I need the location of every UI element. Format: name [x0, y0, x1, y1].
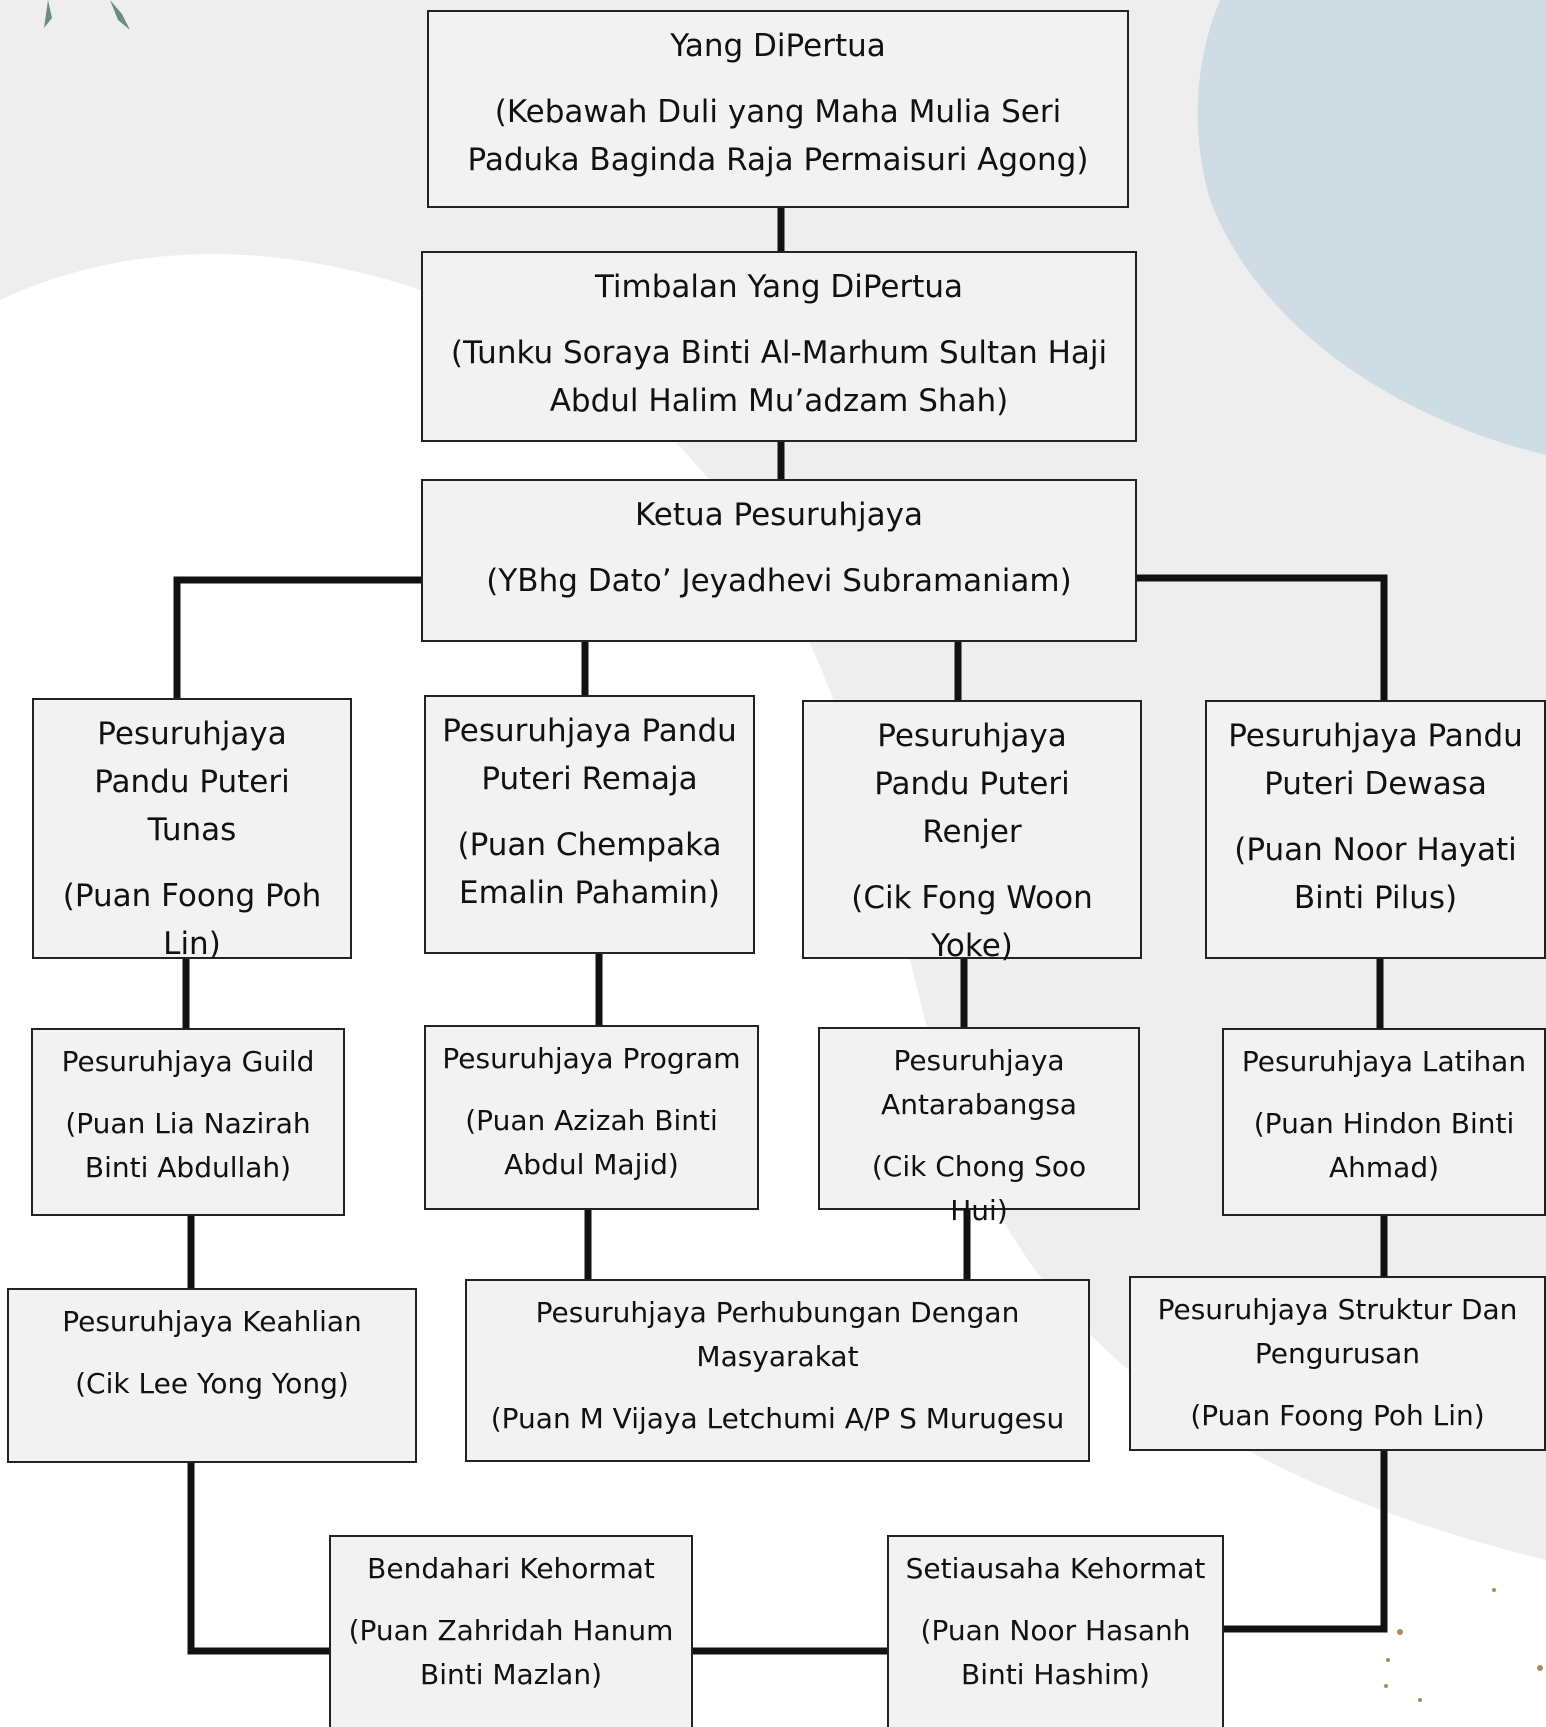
node-timbalan-yang-dipertua: Timbalan Yang DiPertua (Tunku Soraya Bin…	[421, 251, 1137, 442]
node-title: Pesuruhjaya Keahlian	[62, 1305, 362, 1338]
node-pesuruhjaya-keahlian: Pesuruhjaya Keahlian (Cik Lee Yong Yong)	[7, 1288, 417, 1463]
node-title: Pesuruhjaya Pandu Puteri Remaja	[442, 713, 737, 797]
node-title: Bendahari Kehormat	[367, 1552, 655, 1585]
node-title: Pesuruhjaya Pandu Puteri Tunas	[94, 716, 290, 848]
node-title: Timbalan Yang DiPertua	[594, 269, 964, 305]
connector-keahlian-bendahari	[187, 1462, 331, 1655]
node-title: Pesuruhjaya Pandu Puteri Renjer	[874, 718, 1070, 850]
node-name: (Puan Azizah Binti Abdul Majid)	[465, 1104, 718, 1181]
node-pesuruhjaya-struktur: Pesuruhjaya Struktur Dan Pengurusan (Pua…	[1129, 1276, 1546, 1451]
node-title: Pesuruhjaya Guild	[61, 1045, 315, 1078]
node-title: Pesuruhjaya Perhubungan Dengan Masyaraka…	[535, 1296, 1020, 1373]
speckle-decoration	[1384, 1588, 1543, 1702]
node-title: Pesuruhjaya Program	[442, 1042, 741, 1075]
node-name: (Cik Fong Woon Yoke)	[851, 880, 1093, 964]
node-pesuruhjaya-guild: Pesuruhjaya Guild (Puan Lia Nazirah Bint…	[31, 1028, 345, 1216]
node-title: Pesuruhjaya Pandu Puteri Dewasa	[1228, 718, 1523, 802]
node-name: (Puan Hindon Binti Ahmad)	[1253, 1107, 1515, 1184]
node-name: (Puan Foong Poh Lin)	[62, 878, 322, 962]
blue-shape	[1197, 0, 1546, 455]
node-name: (Puan Lia Nazirah Binti Abdullah)	[65, 1107, 311, 1184]
node-pesuruhjaya-latihan: Pesuruhjaya Latihan (Puan Hindon Binti A…	[1222, 1028, 1546, 1216]
node-title: Setiausaha Kehormat	[905, 1552, 1206, 1585]
node-name: (YBhg Dato’ Jeyadhevi Subramaniam)	[486, 563, 1072, 599]
node-puteri-tunas: Pesuruhjaya Pandu Puteri Tunas (Puan Foo…	[32, 698, 352, 962]
node-title: Ketua Pesuruhjaya	[635, 497, 923, 533]
node-name: (Puan Foong Poh Lin)	[1190, 1399, 1485, 1432]
node-title: Pesuruhjaya Antarabangsa	[881, 1044, 1077, 1121]
node-pesuruhjaya-antarabangsa: Pesuruhjaya Antarabangsa (Cik Chong Soo …	[818, 1027, 1140, 1227]
node-title: Pesuruhjaya Latihan	[1241, 1045, 1527, 1078]
node-puteri-renjer: Pesuruhjaya Pandu Puteri Renjer (Cik Fon…	[802, 700, 1142, 964]
node-puteri-remaja: Pesuruhjaya Pandu Puteri Remaja (Puan Ch…	[424, 695, 755, 954]
node-name: (Puan Noor Hasanh Binti Hashim)	[920, 1614, 1191, 1691]
node-puteri-dewasa: Pesuruhjaya Pandu Puteri Dewasa (Puan No…	[1205, 700, 1546, 959]
node-name: (Cik Lee Yong Yong)	[75, 1367, 349, 1400]
connector-chief-tunas	[173, 576, 422, 700]
node-pesuruhjaya-program: Pesuruhjaya Program (Puan Azizah Binti A…	[424, 1025, 759, 1210]
node-name: (Cik Chong Soo Hui)	[871, 1150, 1087, 1227]
node-setiausaha-kehormat: Setiausaha Kehormat (Puan Noor Hasanh Bi…	[887, 1535, 1224, 1727]
node-title: Pesuruhjaya Struktur Dan Pengurusan	[1157, 1293, 1518, 1370]
node-name: (Tunku Soraya Binti Al-Marhum Sultan Haj…	[450, 335, 1108, 419]
node-pesuruhjaya-perhubungan: Pesuruhjaya Perhubungan Dengan Masyaraka…	[465, 1279, 1090, 1462]
node-name: (Puan M Vijaya Letchumi A/P S Murugesu	[490, 1402, 1065, 1435]
node-yang-dipertua: Yang DiPertua (Kebawah Duli yang Maha Mu…	[427, 10, 1129, 208]
node-ketua-pesuruhjaya: Ketua Pesuruhjaya (YBhg Dato’ Jeyadhevi …	[421, 479, 1137, 642]
node-name: (Puan Chempaka Emalin Pahamin)	[457, 827, 722, 911]
connector-chief-dewasa	[1135, 574, 1388, 702]
node-bendahari-kehormat: Bendahari Kehormat (Puan Zahridah Hanum …	[329, 1535, 693, 1727]
node-title: Yang DiPertua	[670, 28, 886, 64]
node-name: (Puan Zahridah Hanum Binti Mazlan)	[348, 1614, 674, 1691]
node-name: (Kebawah Duli yang Maha Mulia Seri Paduk…	[467, 94, 1089, 178]
node-name: (Puan Noor Hayati Binti Pilus)	[1234, 832, 1517, 916]
connector-struktur-setiausaha	[1222, 1450, 1388, 1633]
